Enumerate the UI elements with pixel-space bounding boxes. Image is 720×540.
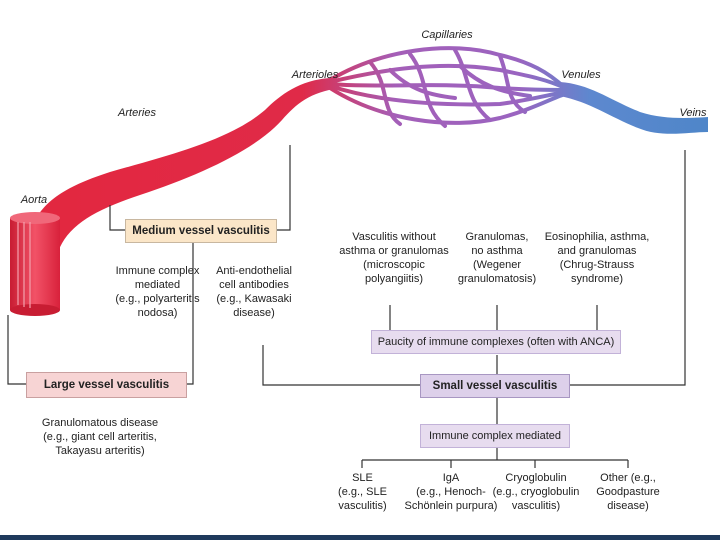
microscopic-polyangiitis-label: Vasculitis without asthma or granulomas …	[339, 231, 449, 285]
aorta-label: Aorta	[20, 194, 48, 206]
medium-vessel-box: Medium vessel vasculitis	[125, 219, 277, 243]
arteries-label: Arteries	[118, 107, 156, 119]
capillary-bed	[328, 46, 567, 128]
sle-label: SLE (e.g., SLE vasculitis)	[338, 472, 387, 512]
churg-strauss-label: Eosinophilia, asthma, and granulomas (Ch…	[544, 231, 650, 285]
aorta-cylinder	[10, 212, 60, 316]
granulomatous-disease-label: Granulomatous disease (e.g., giant cell …	[41, 417, 159, 457]
capillaries-label: Capillaries	[421, 29, 473, 41]
connector-lines	[7, 145, 686, 468]
large-vessel-box: Large vessel vasculitis	[26, 372, 187, 398]
arterioles-label: Arterioles	[291, 69, 339, 81]
anti-endothelial-label: Anti-endothelial cell antibodies (e.g., …	[216, 265, 292, 319]
immune-complex-mediated-label: Immune complex mediated (e.g., polyarter…	[115, 265, 200, 319]
bottom-bar	[0, 535, 720, 540]
vein-vessel	[560, 82, 708, 134]
artery-vessel	[30, 78, 340, 252]
other-label: Other (e.g., Goodpasture disease)	[596, 472, 660, 512]
cryoglobulin-label: Cryoglobulin (e.g., cryoglobulin vasculi…	[492, 472, 580, 512]
paucity-box: Paucity of immune complexes (often with …	[371, 330, 621, 354]
venules-label: Venules	[561, 69, 601, 81]
small-vessel-box: Small vessel vasculitis	[420, 374, 570, 398]
immune-complex-mediated-box: Immune complex mediated	[420, 424, 570, 448]
wegener-label: Granulomas, no asthma (Wegener granuloma…	[457, 231, 537, 285]
iga-label: IgA (e.g., Henoch- Schönlein purpura)	[404, 472, 498, 512]
veins-label: Veins	[679, 107, 707, 119]
